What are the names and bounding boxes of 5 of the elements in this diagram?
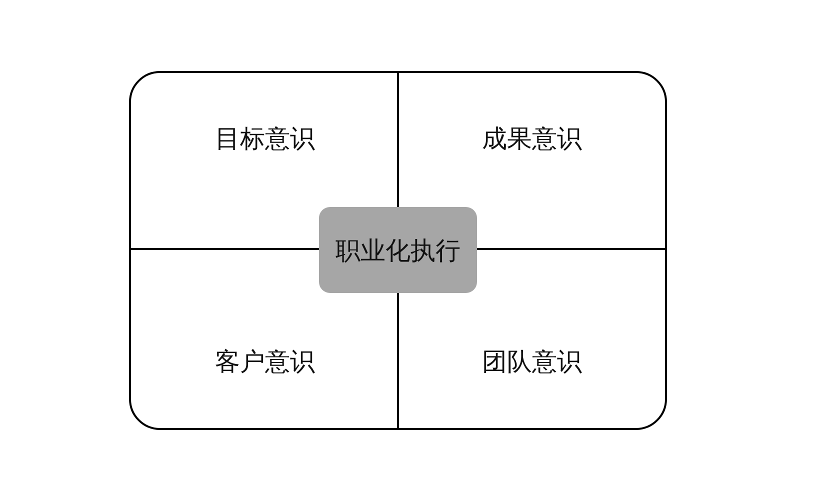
quadrant-label: 客户意识	[215, 346, 315, 378]
quadrant-label: 团队意识	[482, 346, 582, 378]
quadrant-label: 成果意识	[482, 122, 582, 154]
center-box: 职业化执行	[319, 207, 477, 293]
quadrant-label: 目标意识	[215, 122, 315, 154]
